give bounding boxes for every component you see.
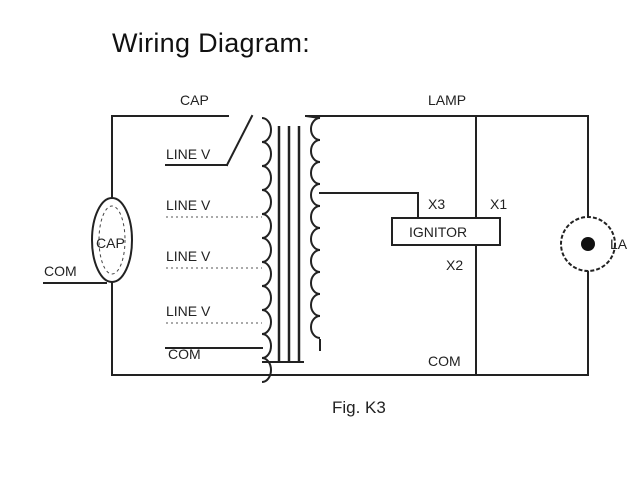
label-com-tap: COM [168,346,201,362]
label-lamp-top: LAMP [428,92,466,108]
secondary-coil [310,117,321,339]
label-line-v-2: LINE V [166,197,211,213]
lamp-arc-tube [581,237,595,251]
label-ignitor: IGNITOR [409,224,467,240]
label-line-v-4: LINE V [166,303,211,319]
label-cap-component: CAP [96,235,125,251]
wire-cap-diagonal [225,114,254,167]
transformer-core [277,126,301,362]
secondary-top-lead [305,115,321,119]
label-line-v-3: LINE V [166,248,211,264]
label-x3: X3 [428,196,445,212]
label-lamp-side: LA [610,236,628,252]
diagram-title: Wiring Diagram: [112,28,311,58]
capacitor-inner [98,205,126,275]
label-com-left: COM [44,263,77,279]
label-x1: X1 [490,196,507,212]
primary-coil [261,117,272,383]
label-cap-top: CAP [180,92,209,108]
label-line-v-1: LINE V [166,146,211,162]
figure-caption: Fig. K3 [332,398,386,417]
label-com-bottom: COM [428,353,461,369]
ignitor-box [391,217,501,246]
label-x2: X2 [446,257,463,273]
